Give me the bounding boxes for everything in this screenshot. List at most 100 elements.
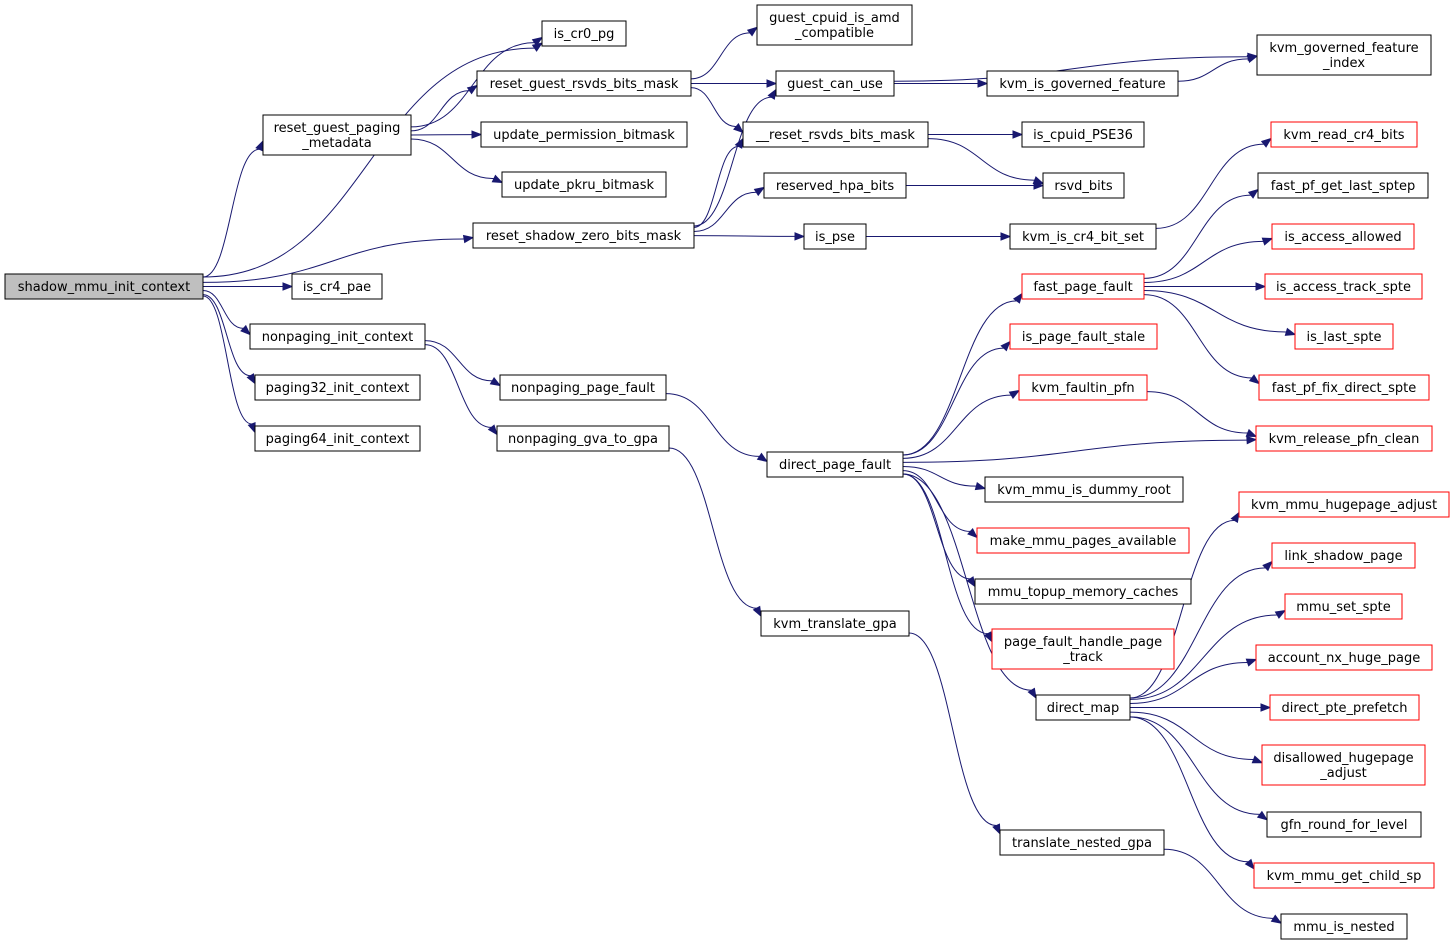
node-box: [1009, 323, 1158, 350]
node-box: [476, 70, 692, 97]
edge-shadow-mmu-init-context-to-reset-shadow-zero-bits-mask: [202, 234, 475, 283]
node-translate-nested-gpa[interactable]: translate_nested_gpa: [999, 829, 1165, 856]
node-label: translate_nested_gpa: [1012, 836, 1152, 851]
node-direct-page-fault[interactable]: direct_page_fault: [766, 451, 904, 478]
node-disallowed-hugepage-adjust[interactable]: disallowed_hugepage_adjust: [1261, 744, 1426, 786]
node-reset-shadow-zero-bits-mask[interactable]: reset_shadow_zero_bits_mask: [472, 222, 695, 249]
node-reset-guest-rsvds-bits-mask[interactable]: reset_guest_rsvds_bits_mask: [476, 70, 692, 97]
edge-shadow-mmu-init-context-to-is-cr4-pae: [202, 282, 294, 291]
node-box: [976, 527, 1190, 554]
node-label: fast_pf_fix_direct_spte: [1272, 381, 1416, 396]
node-kvm-is-cr4-bit-set[interactable]: kvm_is_cr4_bit_set: [1009, 223, 1157, 250]
node-paging64-init-context[interactable]: paging64_init_context: [254, 425, 421, 452]
node-kvm-is-governed-feature[interactable]: kvm_is_governed_feature: [986, 70, 1179, 97]
node-box: [4, 273, 204, 300]
node-box: [501, 171, 667, 198]
node-fast-pf-get-last-sptep[interactable]: fast_pf_get_last_sptep: [1257, 172, 1429, 199]
node-label: kvm_mmu_get_child_sp: [1267, 869, 1422, 884]
node-kvm-governed-feature-index[interactable]: kvm_governed_feature_index: [1256, 34, 1432, 76]
node-label: rsvd_bits: [1054, 179, 1113, 194]
node-shadow-mmu-init-context[interactable]: shadow_mmu_init_context: [4, 273, 204, 300]
node-box: [1253, 862, 1435, 889]
node-kvm-translate-gpa[interactable]: kvm_translate_gpa: [760, 610, 910, 637]
edge-direct-page-fault-to-make-mmu-pages-available: [902, 470, 979, 539]
node-box: [1264, 273, 1423, 300]
node-label: is_access_track_spte: [1276, 280, 1411, 295]
node-fast-pf-fix-direct-spte[interactable]: fast_pf_fix_direct_spte: [1258, 374, 1430, 401]
node-kvm-release-pfn-clean[interactable]: kvm_release_pfn_clean: [1255, 425, 1433, 452]
node-is-pse[interactable]: is_pse: [803, 223, 867, 250]
edge-reset-guest-paging-metadata-to-reset-guest-rsvds-bits-mask: [410, 84, 479, 132]
node-reset-rsvds-bits-mask[interactable]: __reset_rsvds_bits_mask: [742, 121, 929, 148]
node-box: [249, 323, 426, 350]
node-is-cr0-pg[interactable]: is_cr0_pg: [541, 20, 627, 47]
node-box: [291, 273, 383, 300]
edge-reset-shadow-zero-bits-mask-to-reset-rsvds-bits-mask: [693, 137, 744, 228]
node-is-access-allowed[interactable]: is_access_allowed: [1271, 223, 1415, 250]
node-update-permission-bitmask[interactable]: update_permission_bitmask: [480, 121, 688, 148]
node-is-cpuid-pse36[interactable]: is_cpuid_PSE36: [1021, 121, 1145, 148]
node-page-fault-handle-page-track[interactable]: page_fault_handle_page_track: [991, 628, 1175, 670]
node-box: [262, 114, 412, 156]
node-box: [1261, 744, 1426, 786]
node-box: [756, 4, 913, 46]
node-label: paging64_init_context: [266, 432, 410, 447]
node-is-access-track-spte[interactable]: is_access_track_spte: [1264, 273, 1423, 300]
node-mmu-is-nested[interactable]: mmu_is_nested: [1280, 913, 1408, 940]
node-rsvd-bits[interactable]: rsvd_bits: [1042, 172, 1125, 199]
node-nonpaging-gva-to-gpa[interactable]: nonpaging_gva_to_gpa: [496, 425, 670, 452]
node-paging32-init-context[interactable]: paging32_init_context: [254, 374, 421, 401]
node-gfn-round-for-level[interactable]: gfn_round_for_level: [1266, 811, 1422, 838]
node-nonpaging-init-context[interactable]: nonpaging_init_context: [249, 323, 426, 350]
node-nonpaging-page-fault[interactable]: nonpaging_page_fault: [499, 374, 667, 401]
node-label: is_page_fault_stale: [1022, 330, 1145, 345]
node-label: nonpaging_init_context: [262, 330, 414, 345]
edge-kvm-translate-gpa-to-translate-nested-gpa: [908, 632, 1001, 835]
node-label: fast_pf_get_last_sptep: [1271, 179, 1415, 194]
node-guest-can-use[interactable]: guest_can_use: [775, 70, 895, 97]
edge-reset-guest-rsvds-bits-mask-to-guest-can-use: [691, 79, 778, 88]
edge-shadow-mmu-init-context-to-paging32-init-context: [202, 294, 256, 385]
node-reserved-hpa-bits[interactable]: reserved_hpa_bits: [763, 172, 907, 199]
node-is-last-spte[interactable]: is_last_spte: [1294, 323, 1394, 350]
node-box: [766, 451, 904, 478]
node-is-cr4-pae[interactable]: is_cr4_pae: [291, 273, 383, 300]
node-make-mmu-pages-available[interactable]: make_mmu_pages_available: [976, 527, 1190, 554]
node-label: mmu_set_spte: [1296, 600, 1391, 615]
node-kvm-mmu-is-dummy-root[interactable]: kvm_mmu_is_dummy_root: [984, 476, 1184, 503]
edge-direct-page-fault-to-kvm-release-pfn-clean: [902, 435, 1258, 463]
node-account-nx-huge-page[interactable]: account_nx_huge_page: [1255, 644, 1433, 671]
node-fast-page-fault[interactable]: fast_page_fault: [1021, 273, 1145, 300]
edge-shadow-mmu-init-context-to-nonpaging-init-context: [202, 290, 252, 336]
edge-reset-rsvds-bits-mask-to-is-cpuid-pse36: [928, 130, 1024, 139]
node-label: kvm_is_cr4_bit_set: [1022, 230, 1144, 245]
node-label: _metadata: [301, 136, 372, 151]
node-kvm-mmu-hugepage-adjust[interactable]: kvm_mmu_hugepage_adjust: [1238, 491, 1450, 518]
edge-direct-map-to-kvm-mmu-get-child-sp: [1129, 716, 1255, 870]
node-direct-map[interactable]: direct_map: [1035, 694, 1131, 721]
node-guest-cpuid-is-amd-compatible[interactable]: guest_cpuid_is_amd_compatible: [756, 4, 913, 46]
node-label: direct_map: [1047, 701, 1120, 716]
node-mmu-topup-memory-caches[interactable]: mmu_topup_memory_caches: [974, 578, 1192, 605]
node-mmu-set-spte[interactable]: mmu_set_spte: [1284, 593, 1403, 620]
node-box: [1255, 425, 1433, 452]
node-kvm-mmu-get-child-sp[interactable]: kvm_mmu_get_child_sp: [1253, 862, 1435, 889]
node-box: [1238, 491, 1450, 518]
node-label: kvm_mmu_is_dummy_root: [997, 483, 1170, 498]
node-kvm-read-cr4-bits[interactable]: kvm_read_cr4_bits: [1270, 121, 1418, 148]
node-label: _compatible: [794, 26, 874, 41]
node-direct-pte-prefetch[interactable]: direct_pte_prefetch: [1269, 694, 1420, 721]
node-box: [1258, 374, 1430, 401]
edge-shadow-mmu-init-context-to-paging64-init-context: [202, 295, 256, 434]
node-is-page-fault-stale[interactable]: is_page_fault_stale: [1009, 323, 1158, 350]
node-update-pkru-bitmask[interactable]: update_pkru_bitmask: [501, 171, 667, 198]
node-reset-guest-paging-metadata[interactable]: reset_guest_paging_metadata: [262, 114, 412, 156]
node-label: direct_pte_prefetch: [1282, 701, 1408, 716]
node-box: [1256, 34, 1432, 76]
node-link-shadow-page[interactable]: link_shadow_page: [1271, 542, 1416, 569]
node-kvm-faultin-pfn[interactable]: kvm_faultin_pfn: [1018, 374, 1148, 401]
node-label: kvm_read_cr4_bits: [1283, 128, 1404, 143]
node-box: [1271, 223, 1415, 250]
node-label: __reset_rsvds_bits_mask: [755, 128, 915, 143]
